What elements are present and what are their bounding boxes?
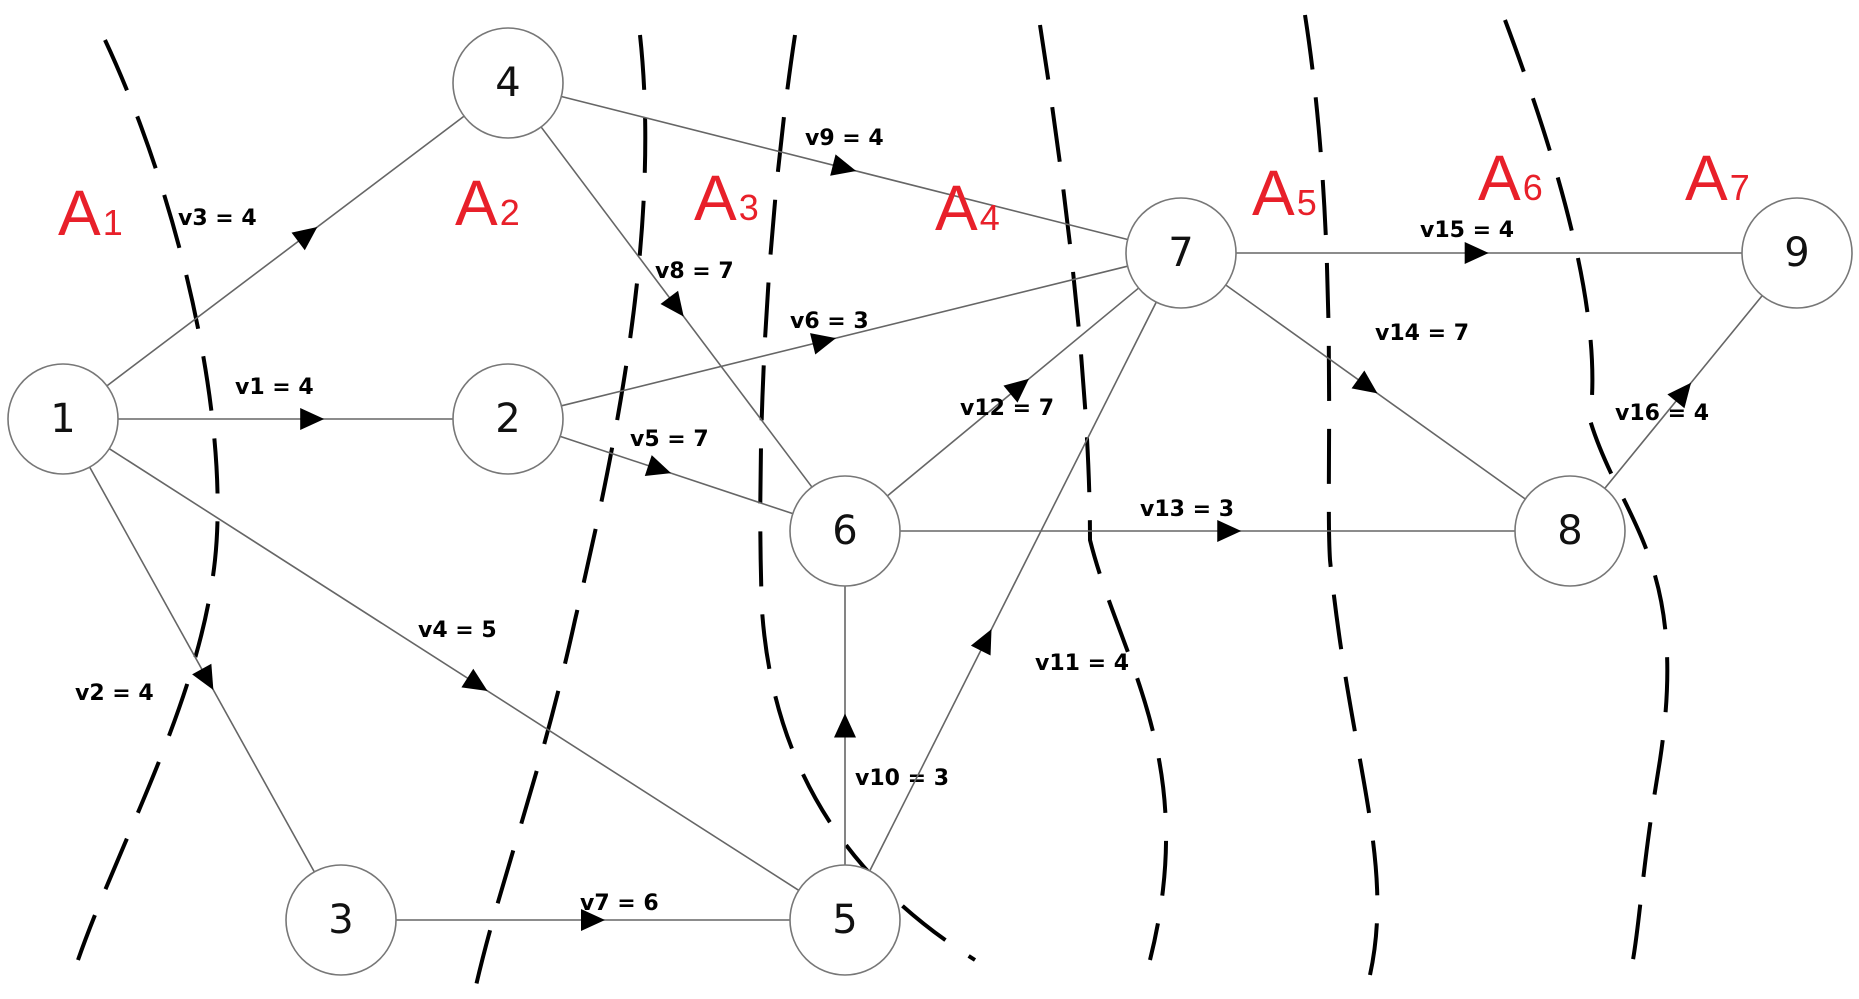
edge-label-8-9: v16 = 4 (1615, 401, 1709, 426)
edge-label-6-8: v13 = 3 (1140, 497, 1234, 522)
cut-line-5 (1303, 14, 1380, 976)
edge-label-5-7: v11 = 4 (1035, 651, 1129, 676)
node-9 (1741, 197, 1853, 309)
arrow-4-6 (660, 290, 684, 317)
node-label-8: 8 (1557, 508, 1582, 554)
arrow-5-7 (970, 629, 992, 656)
region-subscript: 4 (980, 197, 1000, 238)
arrow-1-3 (192, 663, 214, 691)
edge-label-7-9: v15 = 4 (1420, 218, 1514, 243)
edge-label-4-6: v8 = 7 (655, 259, 734, 284)
arrow-6-7 (1003, 378, 1029, 403)
region-letter: A (1252, 157, 1295, 229)
region-label-6: A6 (1478, 142, 1543, 214)
edge-label-1-3: v2 = 4 (75, 681, 154, 706)
edge-label-6-7: v12 = 7 (960, 396, 1054, 421)
edge-label-1-5: v4 = 5 (418, 618, 497, 643)
arrow-1-4 (291, 226, 318, 251)
edge-label-5-6: v10 = 3 (855, 766, 949, 791)
nodes: 1 2 3 4 5 6 7 8 9 (7, 27, 1853, 976)
node-label-9: 9 (1784, 230, 1809, 276)
node-4 (452, 27, 564, 139)
edge-1-4 (106, 115, 465, 387)
region-subscript: 3 (739, 187, 759, 228)
arrow-6-8 (1217, 520, 1242, 542)
node-2 (452, 363, 564, 475)
region-label-1: A1 (58, 177, 123, 249)
edge-2-7 (561, 265, 1128, 407)
arrow-4-7 (830, 154, 857, 176)
region-subscript: 7 (1730, 167, 1750, 208)
region-subscript: 2 (500, 192, 520, 233)
node-label-6: 6 (832, 508, 857, 554)
edge-label-1-2: v1 = 4 (235, 375, 314, 400)
arrow-3-5 (581, 909, 605, 931)
region-label-4: A4 (935, 172, 1000, 244)
arrow-8-9 (1667, 382, 1692, 409)
arrow-1-2 (300, 408, 325, 430)
node-label-4: 4 (495, 60, 520, 106)
edge-label-2-6: v5 = 7 (630, 427, 709, 452)
node-6 (789, 475, 901, 587)
arrow-7-9 (1464, 242, 1489, 264)
node-8 (1514, 475, 1626, 587)
node-3 (285, 864, 397, 976)
node-label-5: 5 (832, 897, 857, 943)
edge-label-1-4: v3 = 4 (178, 206, 257, 231)
arrow-1-5 (461, 668, 488, 692)
region-label-3: A3 (694, 162, 759, 234)
cut-line-2 (473, 34, 648, 991)
edge-5-7 (869, 301, 1157, 872)
region-letter: A (694, 162, 737, 234)
region-letter: A (455, 167, 498, 239)
edge-label-4-7: v9 = 4 (805, 126, 884, 151)
node-label-1: 1 (50, 396, 75, 442)
cut-line-1 (76, 39, 220, 961)
edge-1-5 (108, 447, 800, 892)
node-label-7: 7 (1168, 230, 1193, 276)
edge-2-6 (559, 435, 794, 515)
region-label-5: A5 (1252, 157, 1317, 229)
region-subscript: 5 (1297, 182, 1317, 223)
arrow-2-6 (644, 455, 672, 477)
arrow-5-6 (834, 713, 856, 738)
region-subscript: 6 (1523, 167, 1543, 208)
node-1 (7, 363, 119, 475)
edge-label-3-5: v7 = 6 (580, 891, 659, 916)
region-label-7: A7 (1685, 142, 1750, 214)
edge-label-7-8: v14 = 7 (1375, 321, 1469, 346)
node-5 (789, 864, 901, 976)
arrow-7-8 (1351, 370, 1378, 394)
node-7 (1125, 197, 1237, 309)
cut-line-4 (1038, 24, 1169, 961)
node-label-3: 3 (328, 897, 353, 943)
region-letter: A (1685, 142, 1728, 214)
region-letter: A (58, 177, 101, 249)
region-label-2: A2 (455, 167, 520, 239)
region-subscript: 1 (103, 202, 123, 243)
node-label-2: 2 (495, 396, 520, 442)
region-letter: A (1478, 142, 1521, 214)
edges: v1 = 4 v2 = 4 v3 = 4 v4 = 5 v5 = 7 v6 = 3 v7 =… (75, 95, 1763, 931)
region-letter: A (935, 172, 978, 244)
arrow-2-7 (810, 333, 836, 355)
cut-line-6 (1503, 19, 1670, 976)
edge-label-2-7: v6 = 3 (790, 309, 869, 334)
